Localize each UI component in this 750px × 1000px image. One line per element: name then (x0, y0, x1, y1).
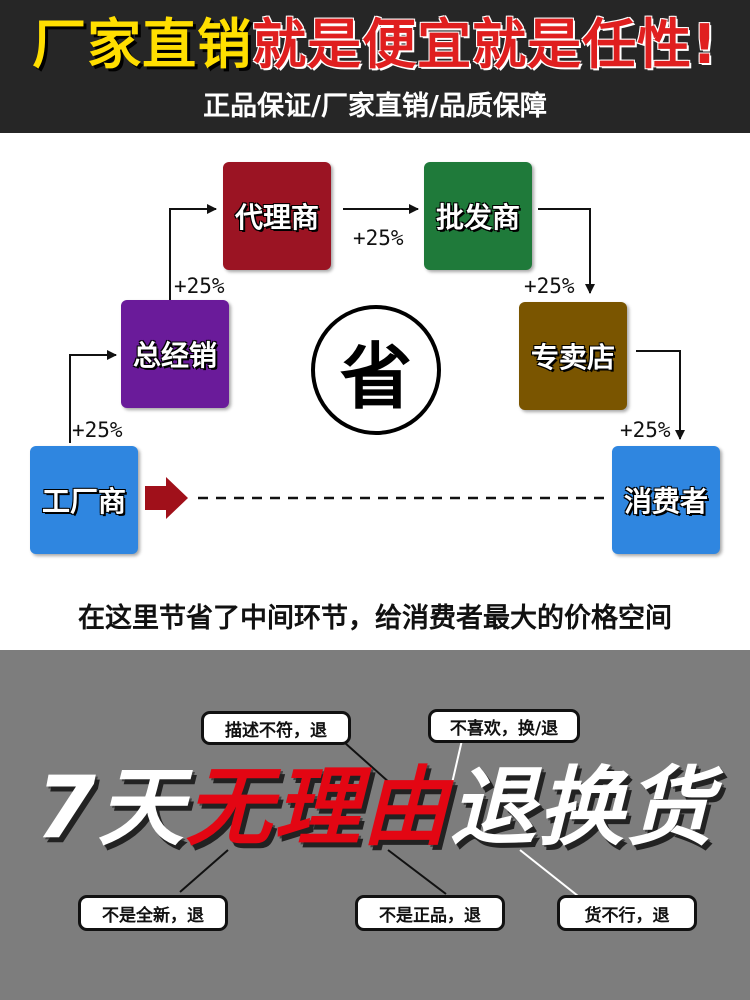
markup-label-2: +25% (174, 274, 225, 298)
markup-label-5: +25% (620, 418, 671, 442)
headline: 厂家直销就是便宜就是任性! (0, 14, 750, 76)
headline-yellow: 厂家直销 (32, 13, 253, 76)
returns-section (0, 650, 750, 1000)
tag-not-new: 不是全新，退 (78, 895, 228, 931)
tag-connectors (179, 739, 579, 897)
box-factory: 工厂商 (30, 446, 138, 554)
tag-dislike: 不喜欢，换/退 (428, 709, 580, 743)
returns-headline-exchange: 退换货 (449, 758, 714, 858)
caption: 在这里节省了中间环节，给消费者最大的价格空间 (78, 603, 672, 634)
arrow-distributor-agent (169, 204, 217, 300)
direct-red-arrow (145, 477, 188, 519)
returns-headline: 7天无理由退换货 (0, 758, 750, 858)
box-wholesaler: 批发商 (424, 162, 532, 270)
header-subtitle: 正品保证/厂家直销/品质保障 (203, 91, 547, 122)
markup-label-1: +25% (72, 418, 123, 442)
arrow-factory-distributor (69, 350, 117, 443)
header-banner: 厂家直销就是便宜就是任性! 正品保证/厂家直销/品质保障 (0, 0, 750, 133)
box-agent: 代理商 (223, 162, 331, 270)
arrow-store-consumer (636, 350, 685, 440)
headline-red: 就是便宜就是任性! (252, 13, 718, 76)
box-distributor: 总经销 (121, 300, 229, 408)
flow-connectors (69, 204, 685, 519)
tag-bad-goods: 货不行，退 (557, 895, 697, 931)
box-consumer: 消费者 (612, 446, 720, 554)
arrow-wholesaler-store (538, 208, 595, 294)
markup-label-4: +25% (524, 274, 575, 298)
save-circle: 省 (311, 305, 441, 435)
tag-not-genuine: 不是正品，退 (355, 895, 505, 931)
box-store: 专卖店 (519, 302, 627, 410)
tag-mismatch: 描述不符，退 (201, 711, 351, 745)
returns-headline-days: 7天 (36, 758, 186, 858)
markup-label-3: +25% (353, 226, 404, 250)
returns-headline-noreason: 无理由 (185, 758, 450, 858)
